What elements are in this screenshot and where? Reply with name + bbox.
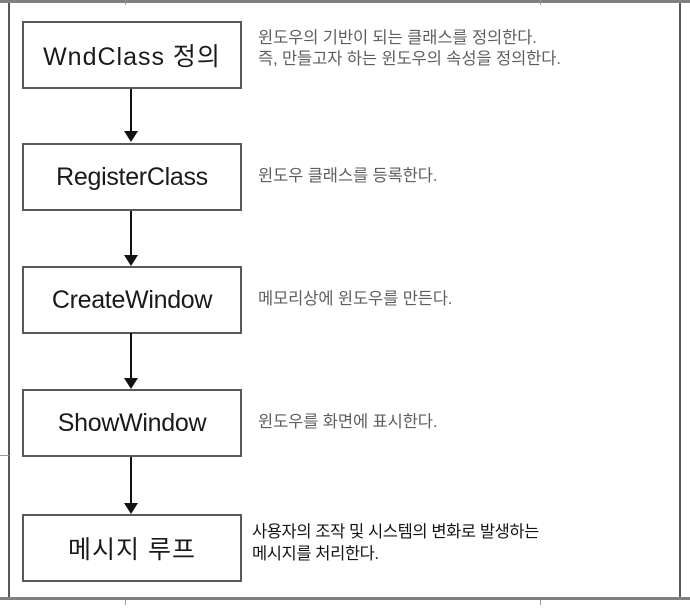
flow-box-wndclass-label: WndClass 정의 — [43, 43, 221, 71]
arrow-line-registerclass-to-createwindow — [130, 211, 132, 255]
arrow-line-createwindow-to-showwindow — [130, 333, 132, 378]
flow-box-showwindow-label: ShowWindow — [57, 408, 207, 437]
description-wndclass: 윈도우의 기반이 되는 클래스를 정의한다. 즉, 만들고자 하는 윈도우의 속… — [258, 29, 561, 68]
frame-bottom-border — [0, 597, 690, 600]
frame-right-border — [679, 3, 681, 597]
description-showwindow: 윈도우를 화면에 표시한다. — [258, 413, 438, 431]
frame-left-tick — [0, 455, 9, 456]
arrow-head-registerclass-to-createwindow — [124, 255, 138, 266]
flow-box-createwindow[interactable]: CreateWindow — [22, 266, 242, 334]
flow-box-message-loop[interactable]: 메시지 루프 — [22, 514, 242, 582]
flow-box-wndclass[interactable]: WndClass 정의 — [22, 21, 242, 89]
frame-tick-bottom-right — [540, 600, 541, 605]
frame-left-border — [8, 3, 10, 597]
flow-box-createwindow-label: CreateWindow — [51, 285, 213, 314]
arrow-head-createwindow-to-showwindow — [124, 378, 138, 389]
arrow-line-wndclass-to-registerclass — [130, 89, 132, 131]
description-registerclass: 윈도우 클래스를 등록한다. — [258, 167, 438, 185]
arrow-head-wndclass-to-registerclass — [124, 131, 138, 142]
arrow-line-showwindow-to-message-loop — [130, 457, 132, 503]
frame-tick-top-right — [540, 0, 541, 5]
arrow-head-showwindow-to-message-loop — [124, 503, 138, 514]
flow-box-message-loop-label: 메시지 루프 — [68, 536, 196, 564]
description-createwindow: 메모리상에 윈도우를 만든다. — [258, 290, 453, 308]
flow-box-registerclass-label: RegisterClass — [56, 162, 208, 191]
flow-box-showwindow[interactable]: ShowWindow — [22, 389, 242, 457]
description-message-loop: 사용자의 조작 및 시스템의 변화로 발생하는 메시지를 처리한다. — [252, 523, 539, 563]
flow-box-registerclass[interactable]: RegisterClass — [22, 143, 242, 211]
frame-top-border — [0, 0, 690, 3]
frame-tick-top-left — [125, 0, 126, 5]
frame-tick-bottom-left — [125, 600, 126, 605]
